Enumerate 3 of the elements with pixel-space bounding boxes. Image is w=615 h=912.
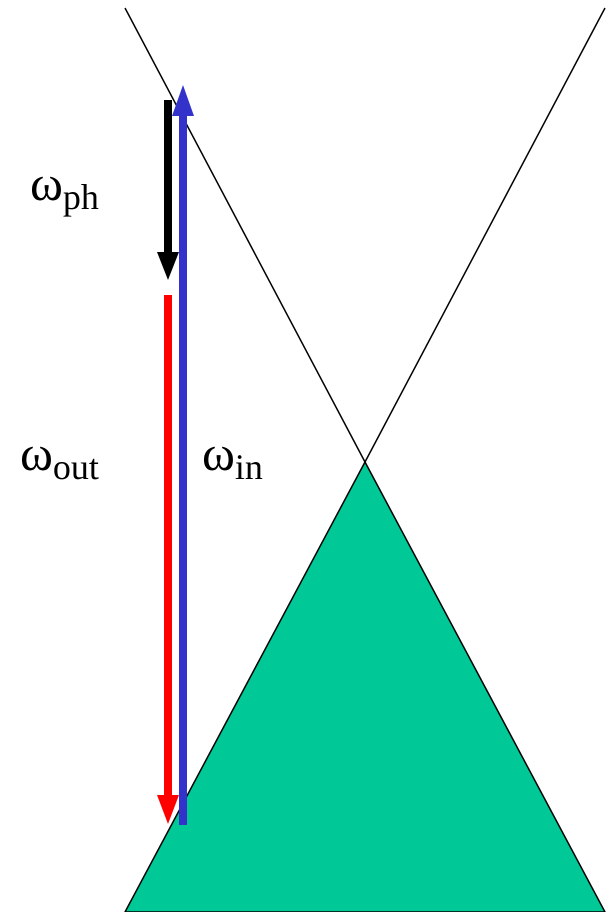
math-label: ω$_{ph}$ <box>30 158 99 215</box>
math-label: ω$_{out}$ <box>20 428 99 485</box>
math-label: ω$_{in}$ <box>202 428 263 485</box>
